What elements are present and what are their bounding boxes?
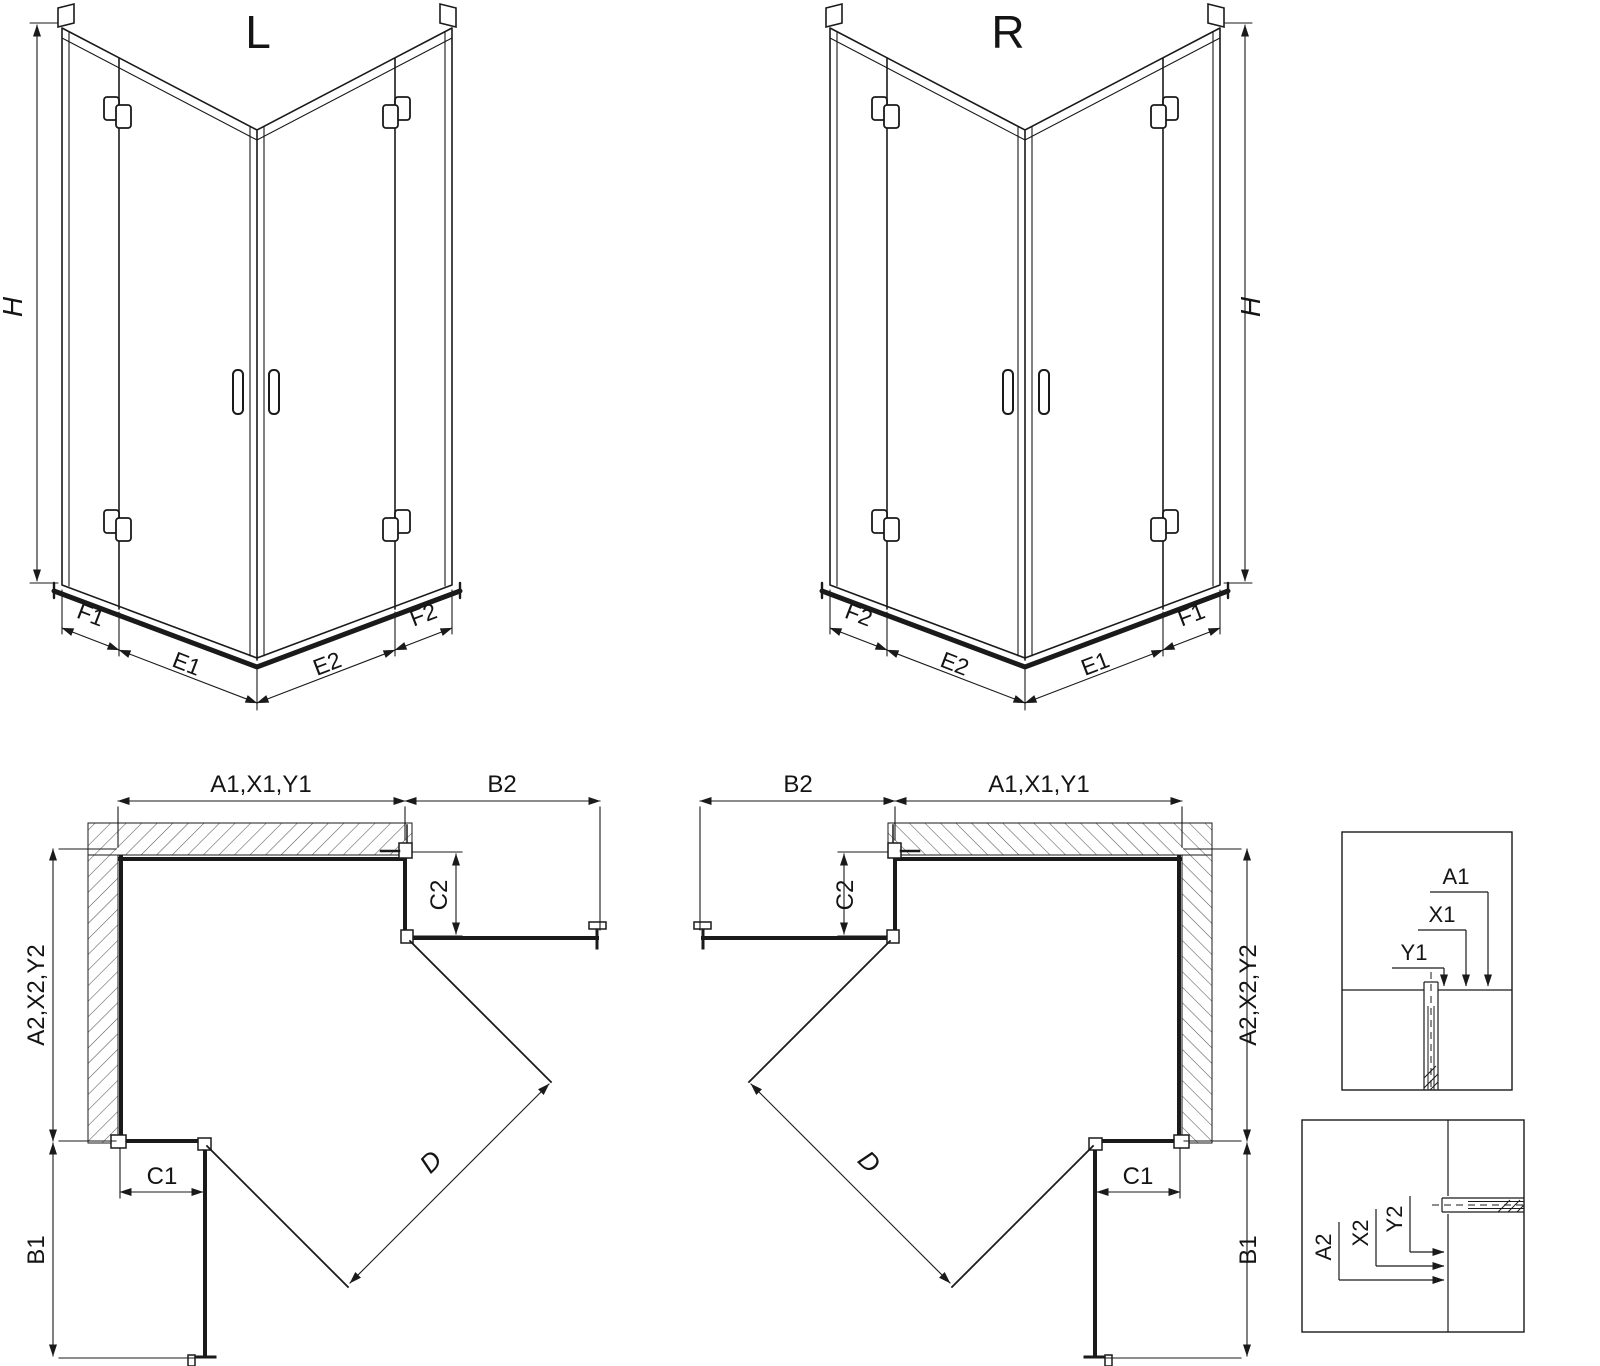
detail-top-y1: Y1 — [1401, 940, 1428, 965]
door-swing-lines — [205, 939, 553, 1289]
detail-box-bottom — [1301, 1119, 1525, 1333]
dim-h-left: H — [0, 296, 28, 317]
plan-left-dim-a2: A2,X2,Y2 — [23, 944, 50, 1045]
detail-bottom-y2: Y2 — [1382, 1206, 1407, 1233]
plan-left-dim-b1: B1 — [23, 1235, 50, 1264]
plan-left-dim-b2: B2 — [487, 771, 516, 798]
door-handles — [232, 369, 280, 415]
dim-e2-left: E2 — [309, 646, 345, 680]
fittings — [110, 824, 607, 1366]
plan-right-dim-b2: B2 — [783, 771, 812, 798]
view-label-left: L — [245, 6, 271, 58]
plan-left-dim-d: D — [413, 1144, 447, 1178]
walls — [87, 822, 413, 1144]
detail-bottom-x2: X2 — [1348, 1220, 1373, 1247]
wall-profiles — [57, 2, 457, 29]
dim-h-right: H — [1235, 296, 1266, 317]
dim-e2-right: E2 — [937, 646, 973, 680]
view-label-right: R — [991, 6, 1024, 58]
detail-top-x1: X1 — [1429, 902, 1456, 927]
plan-right-dim-c2: C2 — [832, 880, 859, 911]
plan-right-dim-b1: B1 — [1235, 1235, 1262, 1264]
detail-bottom-a2: A2 — [1311, 1234, 1336, 1261]
plan-right-dim-c1: C1 — [1123, 1163, 1154, 1190]
plan-left-dim-a1: A1,X1,Y1 — [210, 771, 311, 798]
dim-e1-left: E1 — [169, 646, 205, 680]
dimension-lines-plan — [49, 797, 601, 1359]
dim-e1-right: E1 — [1077, 646, 1113, 680]
detail-box-top — [1341, 831, 1513, 1091]
labels: L H F1 E1 E2 F2 R H F2 E2 E1 F1 A1,X1,Y1… — [0, 6, 1469, 1265]
hinges — [103, 96, 411, 542]
glass-panels-plan — [118, 855, 599, 1358]
plan-right-dim-d: D — [852, 1144, 886, 1178]
plan-left-dim-c1: C1 — [147, 1163, 178, 1190]
detail-top-a1: A1 — [1443, 864, 1470, 889]
plan-view-geometry-right — [694, 801, 1247, 1366]
iso-cabin-geometry — [29, 2, 463, 711]
plan-right-dim-a2: A2,X2,Y2 — [1235, 944, 1262, 1045]
dimension-lines — [29, 22, 453, 711]
plan-left-dim-c2: C2 — [426, 880, 453, 911]
plan-right-dim-a1: A1,X1,Y1 — [988, 771, 1089, 798]
plan-view-geometry — [49, 797, 607, 1366]
